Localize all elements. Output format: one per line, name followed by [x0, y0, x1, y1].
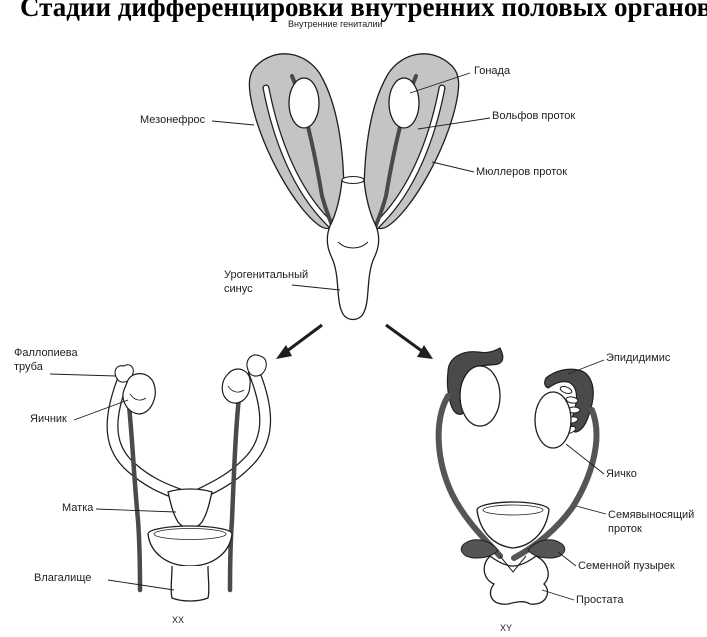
vagina — [171, 566, 209, 601]
label-karyotype-xy: XY — [500, 622, 512, 635]
label-gonad: Гонада — [474, 65, 510, 78]
label-ovary: Яичник — [30, 413, 67, 426]
mesonephros-right — [364, 54, 459, 229]
gonad-right — [389, 78, 419, 128]
label-mesonephros: Мезонефрос — [140, 114, 205, 127]
uterus — [168, 489, 212, 528]
arrows — [276, 325, 433, 359]
label-fallopian-tube: Фаллопиева труба — [14, 346, 84, 374]
label-vas-deferens: Семявыносящий проток — [608, 508, 703, 536]
ovary-right — [222, 369, 250, 403]
label-epididymis: Эпидидимис — [606, 352, 670, 365]
label-prostate: Простата — [576, 594, 623, 607]
regressed-duct-right — [230, 388, 240, 590]
label-testis: Яичко — [606, 468, 637, 481]
gonad-left — [289, 78, 319, 128]
label-karyotype-xx: XX — [172, 614, 184, 627]
top-title: Внутренние гениталии — [288, 18, 383, 31]
fimbria-right — [247, 355, 266, 376]
prostate — [484, 556, 548, 604]
label-wolffian-duct: Вольфов проток — [492, 110, 575, 123]
arrow-left-head — [276, 345, 292, 359]
label-vagina: Влагалище — [34, 572, 91, 585]
label-seminal-vesicle: Семенной пузырек — [578, 560, 675, 573]
female-diagram — [50, 355, 266, 601]
seminal-vesicle-left — [461, 540, 498, 558]
arrow-right-head — [417, 345, 433, 359]
testis-right — [535, 392, 571, 448]
testis-left — [460, 366, 500, 426]
ovary-left — [123, 374, 155, 414]
regressed-duct-left — [128, 396, 140, 590]
label-urogenital-sinus: Урогенитальный синус — [224, 268, 294, 296]
mesonephros-left — [249, 54, 344, 229]
label-mullerian-duct: Мюллеров проток — [476, 166, 567, 179]
label-uterus: Матка — [62, 502, 93, 515]
